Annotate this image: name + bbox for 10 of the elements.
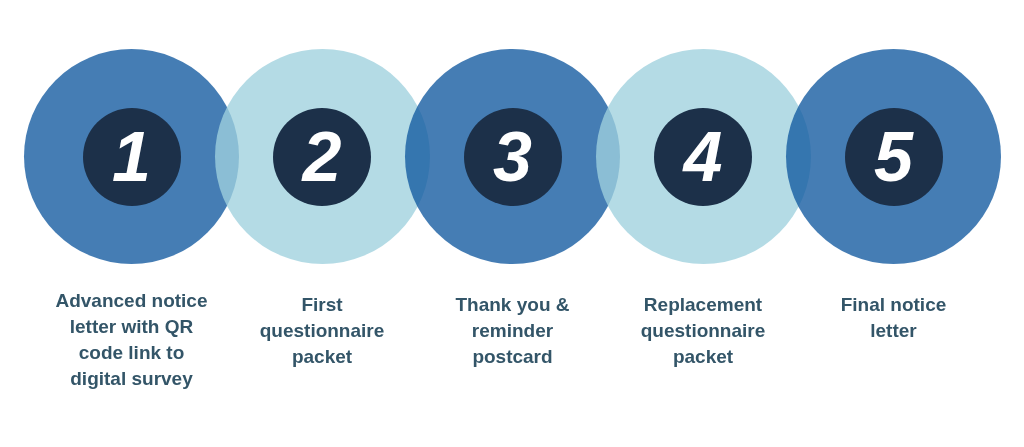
step-caption: Thank you & reminder postcard: [454, 293, 571, 369]
step-caption: Final notice letter: [839, 293, 948, 343]
step-number: 3: [493, 121, 532, 192]
step-number: 2: [302, 121, 342, 192]
step-number: 1: [112, 121, 151, 192]
step-caption: Advanced notice letter with QR code link to digital survey: [54, 289, 209, 391]
step-caption: Replacement questionnaire packet: [639, 293, 767, 369]
step-number: 4: [683, 121, 723, 192]
step-caption: First questionnaire packet: [258, 293, 386, 369]
step-number: 5: [874, 121, 913, 192]
